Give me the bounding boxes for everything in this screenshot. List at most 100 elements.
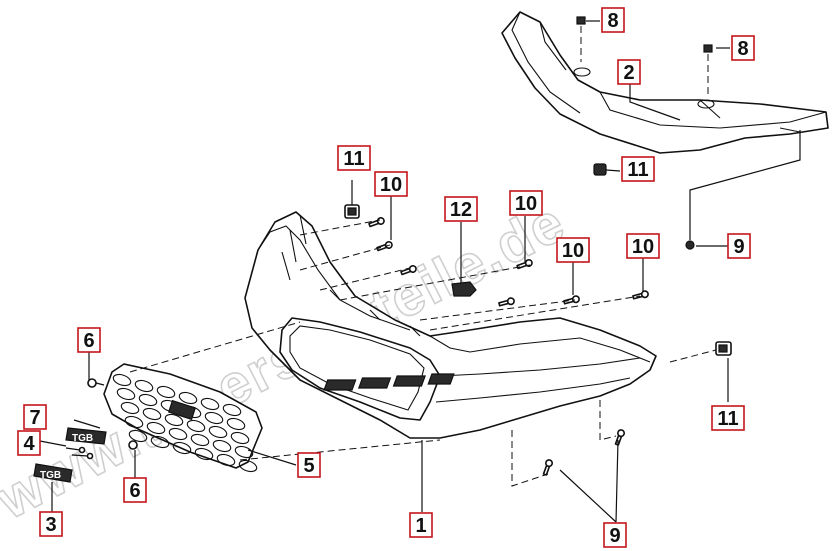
grille-cell — [216, 453, 236, 467]
grille-cell — [172, 441, 192, 455]
emblem-3-part: TGB — [33, 463, 73, 483]
bracket-12-part — [451, 281, 477, 297]
grille-cell — [200, 397, 220, 411]
leader-lines — [39, 20, 730, 523]
callout-number: 8 — [737, 38, 748, 60]
callout-8b: 8 — [731, 35, 755, 61]
callout-10d: 10 — [626, 233, 660, 259]
callout-number: 10 — [632, 236, 654, 258]
bolt — [400, 264, 417, 276]
grille-cell — [186, 419, 206, 433]
callout-number: 2 — [623, 62, 634, 84]
callout-8a: 8 — [601, 7, 625, 33]
bolt — [376, 240, 393, 252]
callout-number: 6 — [83, 330, 94, 352]
grille-cell — [208, 425, 228, 439]
callout-7: 7 — [23, 404, 47, 430]
clip-nut-11-fender — [593, 163, 607, 176]
grille-cell — [230, 431, 250, 445]
grille-cell — [142, 407, 162, 421]
emblem-3-text: TGB — [40, 470, 61, 481]
grille-cell — [194, 447, 214, 461]
bolt — [542, 459, 554, 476]
bolt — [614, 429, 626, 446]
screws-4 — [65, 446, 94, 460]
grille-cell — [112, 373, 132, 387]
bolt — [368, 216, 385, 228]
grille-cell — [134, 379, 154, 393]
grille-cell — [128, 429, 148, 443]
callout-10b: 10 — [509, 190, 543, 216]
callout-10c: 10 — [556, 237, 590, 263]
callout-number: 11 — [717, 408, 738, 430]
callout-11a: 11 — [337, 145, 371, 171]
grille-cell — [222, 403, 242, 417]
callout-number: 9 — [733, 236, 744, 258]
callout-number: 6 — [129, 480, 140, 502]
callout-number: 11 — [343, 148, 364, 170]
callout-9a: 9 — [727, 233, 751, 259]
grille-cell — [212, 439, 232, 453]
grille-cell — [226, 417, 246, 431]
grille-cell — [238, 459, 258, 473]
grille-cell — [146, 421, 166, 435]
callout-number: 3 — [45, 514, 56, 536]
callout-6a: 6 — [77, 327, 101, 353]
grille-cell — [124, 415, 144, 429]
grille-cell — [204, 411, 224, 425]
callout-number: 9 — [609, 525, 620, 547]
screw-8-right — [703, 44, 713, 96]
emblem-7-part: TGB — [65, 427, 107, 445]
callout-number: 1 — [415, 515, 426, 537]
bolt — [632, 290, 649, 300]
bolt — [563, 295, 580, 305]
callout-number: 10 — [562, 240, 584, 262]
grille-cell — [168, 427, 188, 441]
front-bumper-part — [244, 211, 657, 439]
grille-cell — [156, 385, 176, 399]
bumper-vent-slots — [323, 373, 455, 391]
upper-fender-part — [501, 11, 829, 154]
bolts-10 — [368, 216, 649, 476]
callout-2: 2 — [617, 59, 641, 85]
callout-9b: 9 — [603, 522, 627, 548]
callout-number: 10 — [515, 193, 537, 215]
screw-8-top — [576, 16, 586, 62]
rivet-9-top — [685, 240, 695, 250]
grille-cell — [178, 391, 198, 405]
callout-3: 3 — [39, 511, 63, 537]
callout-number: 8 — [607, 10, 618, 32]
callout-number: 4 — [23, 433, 35, 455]
screw-6-lower — [128, 440, 138, 450]
clip-nut-11-top — [344, 204, 360, 219]
grille-cell — [138, 393, 158, 407]
callout-number: 11 — [627, 159, 648, 181]
callout-12: 12 — [444, 196, 478, 222]
assembly-lines — [129, 130, 801, 487]
callout-10a: 10 — [374, 171, 408, 197]
callout-number: 5 — [303, 455, 314, 477]
grille-mesh-part — [103, 363, 263, 473]
callout-number: 12 — [450, 199, 472, 221]
grille-cell — [164, 413, 184, 427]
bolt — [498, 297, 515, 307]
callout-11c: 11 — [711, 405, 745, 431]
callout-4: 4 — [17, 430, 41, 456]
callout-5: 5 — [297, 452, 321, 478]
callout-11b: 11 — [621, 156, 655, 182]
callout-1: 1 — [409, 512, 433, 538]
emblem-7-text: TGB — [72, 433, 93, 444]
grille-cell — [150, 435, 170, 449]
grille-cell — [116, 387, 136, 401]
callout-6b: 6 — [123, 477, 147, 503]
grille-cell — [234, 445, 254, 459]
callout-number: 10 — [380, 174, 402, 196]
screw-6-upper — [87, 378, 105, 388]
grille-cell — [120, 401, 140, 415]
callout-number: 7 — [29, 407, 40, 429]
grille-cell — [190, 433, 210, 447]
clip-nut-11-right — [715, 341, 732, 356]
